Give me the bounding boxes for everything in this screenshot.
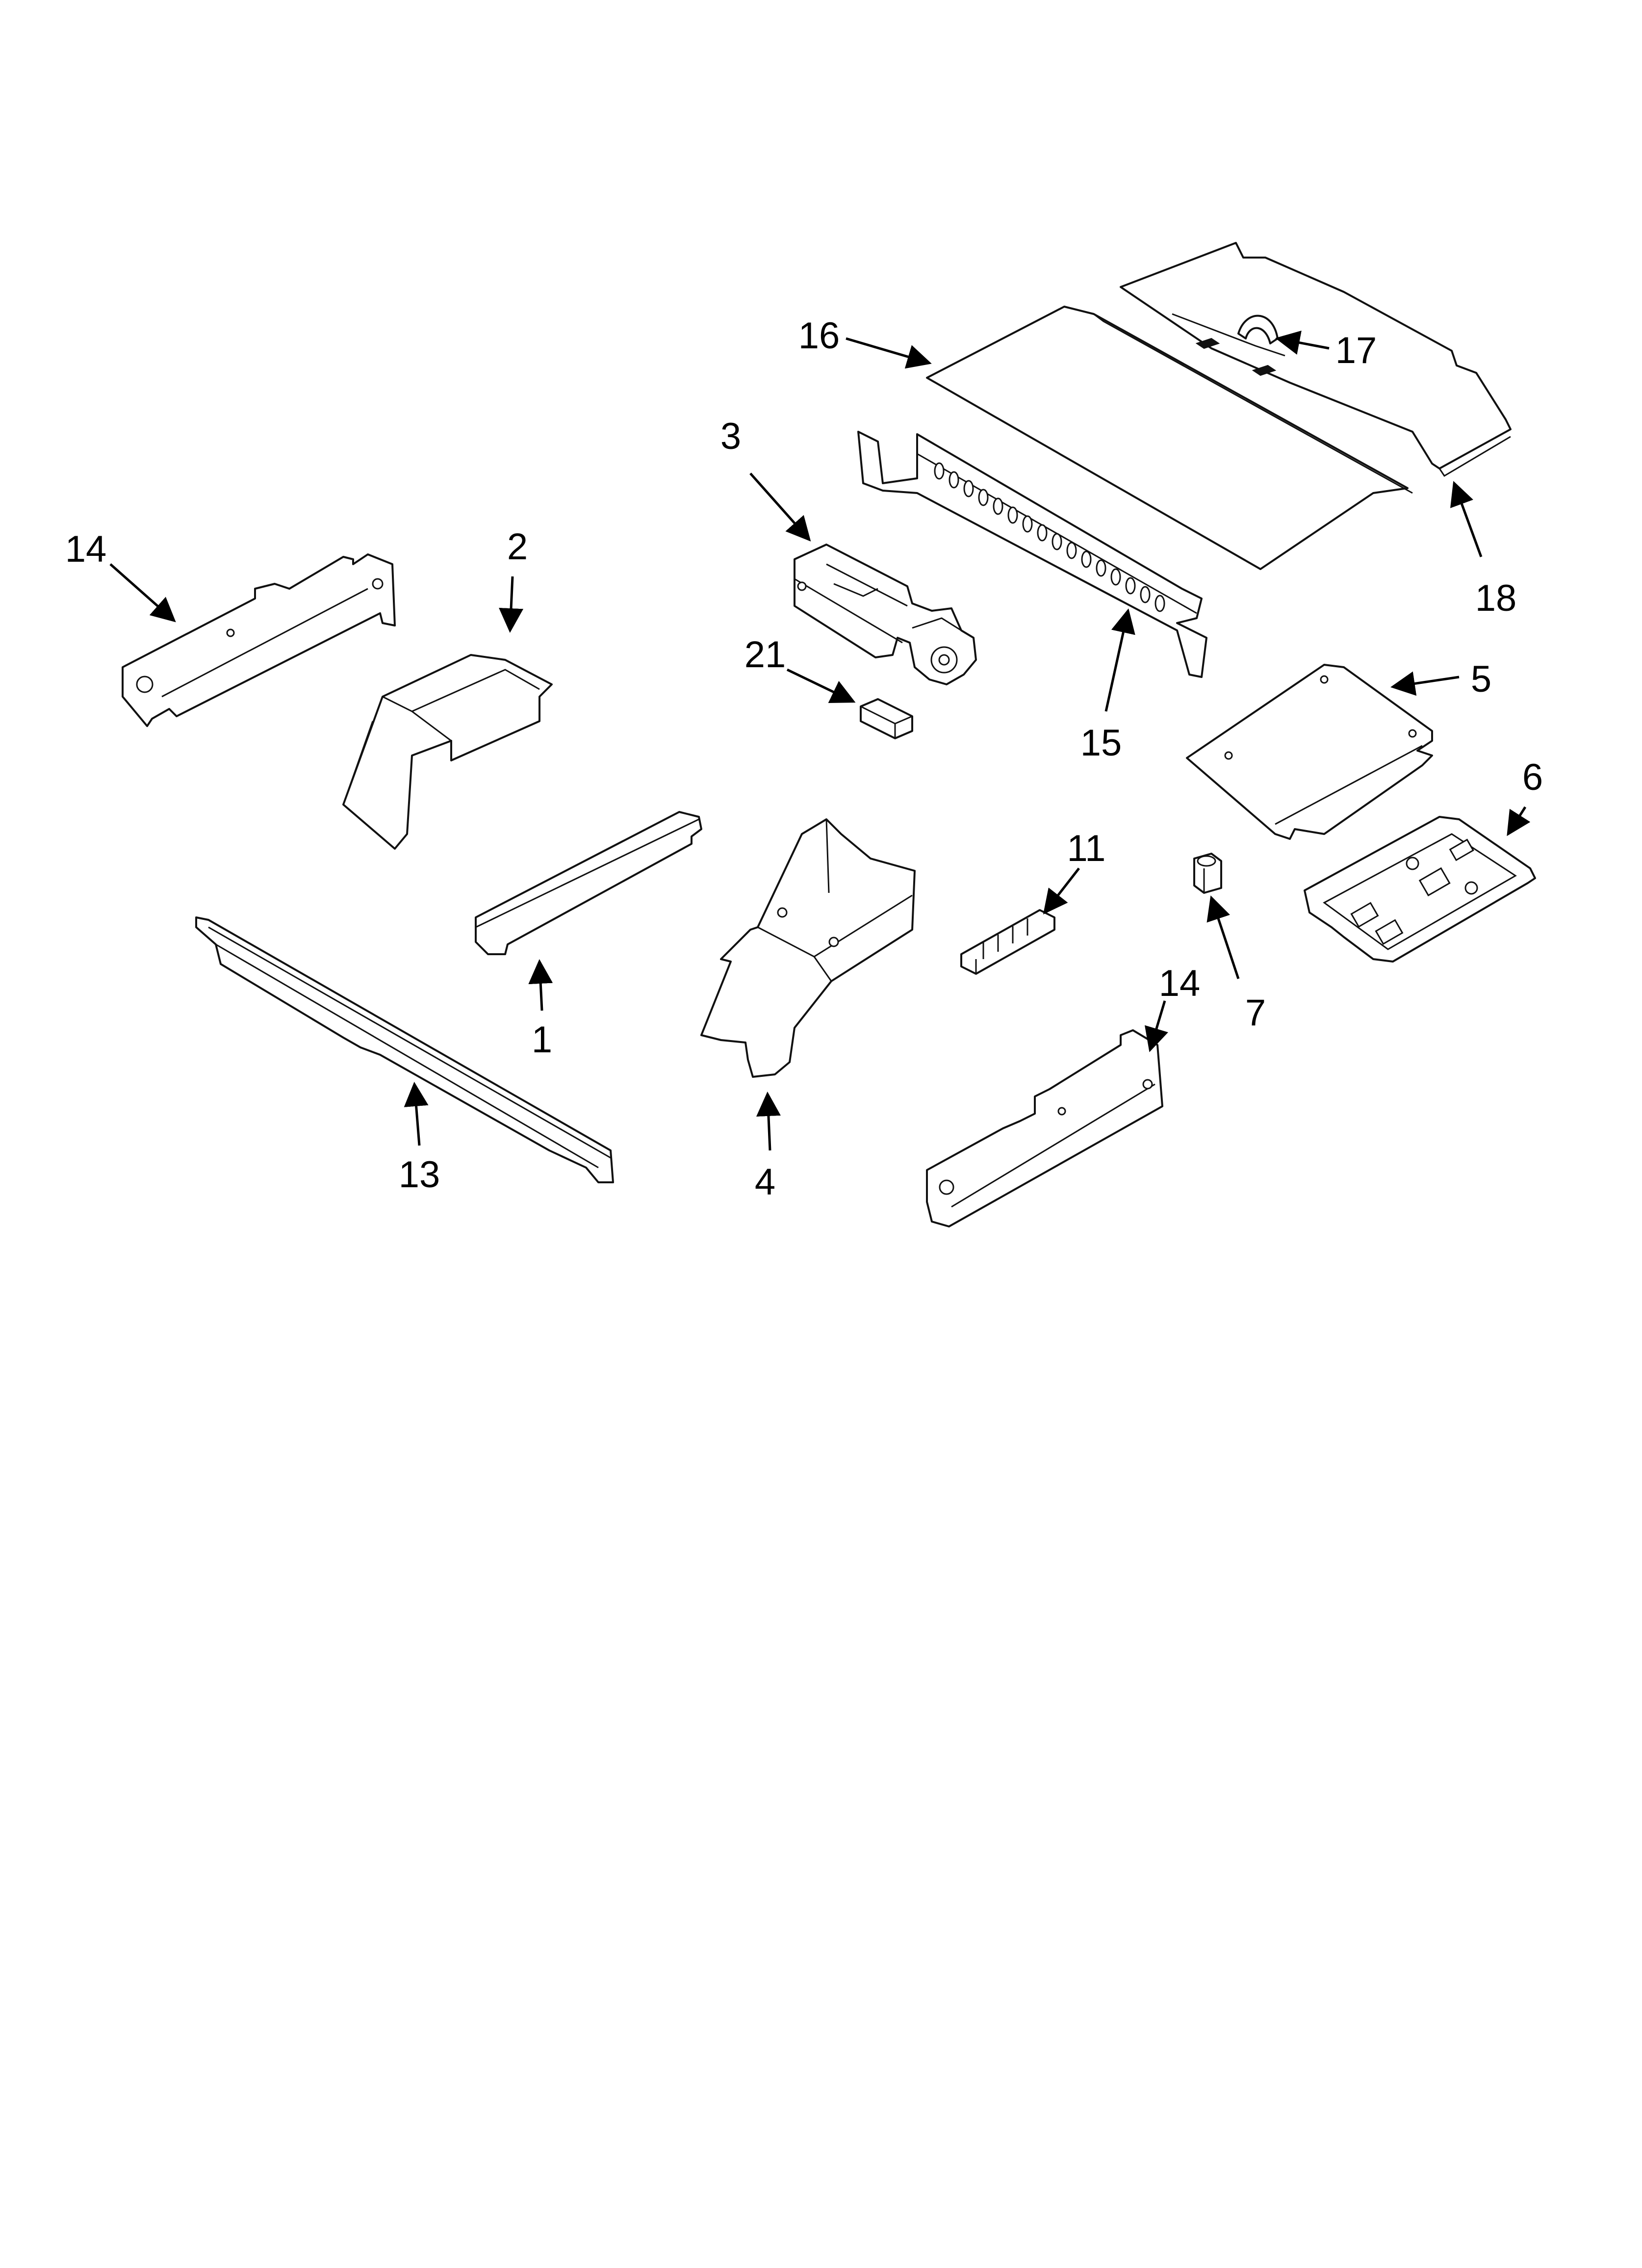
leader-14a bbox=[109, 563, 176, 623]
callout-4: 4 bbox=[755, 1161, 775, 1203]
callout-14-upper: 14 bbox=[65, 528, 107, 570]
part-1-rail bbox=[475, 811, 702, 955]
part-5-cover-plate bbox=[1186, 664, 1433, 840]
part-6-control-board bbox=[1304, 816, 1536, 963]
leader-1 bbox=[528, 959, 553, 1011]
callout-14-lower: 14 bbox=[1159, 963, 1201, 1004]
callout-17: 17 bbox=[1335, 330, 1377, 371]
leader-21 bbox=[786, 668, 856, 704]
leader-14b bbox=[1144, 1000, 1168, 1052]
callout-3: 3 bbox=[720, 416, 741, 457]
part-2-air-duct bbox=[342, 654, 553, 850]
part-16-deflector-sheet bbox=[926, 306, 1413, 570]
callout-2: 2 bbox=[507, 526, 528, 568]
part-4-duct-shroud bbox=[700, 818, 916, 1078]
callout-15: 15 bbox=[1080, 722, 1122, 764]
leader-3 bbox=[749, 472, 811, 542]
callout-11: 11 bbox=[1067, 828, 1106, 869]
part-7-standoff bbox=[1193, 853, 1222, 894]
callout-6: 6 bbox=[1522, 756, 1543, 798]
leader-2 bbox=[499, 576, 524, 633]
part-3-latch-assembly bbox=[794, 544, 977, 685]
part-14-side-bracket-right bbox=[926, 1029, 1163, 1227]
leader-6 bbox=[1507, 806, 1531, 836]
leader-13 bbox=[404, 1082, 429, 1146]
leader-11 bbox=[1043, 867, 1080, 914]
callout-7: 7 bbox=[1245, 992, 1266, 1034]
part-13-angle-rail bbox=[195, 916, 614, 1183]
leader-17 bbox=[1275, 330, 1330, 355]
leader-4 bbox=[756, 1092, 781, 1151]
callout-13: 13 bbox=[399, 1154, 440, 1196]
callout-labels: 1 2 3 4 5 6 7 11 13 14 14 15 16 17 18 21 bbox=[65, 315, 1543, 1203]
part-11-terminal-block bbox=[960, 909, 1055, 975]
leader-18 bbox=[1450, 481, 1483, 557]
callout-21: 21 bbox=[744, 634, 786, 676]
callout-16: 16 bbox=[798, 315, 840, 357]
leader-16 bbox=[846, 337, 932, 369]
part-15-perforated-channel bbox=[857, 431, 1207, 678]
callout-18: 18 bbox=[1475, 577, 1517, 619]
leader-7 bbox=[1206, 895, 1240, 979]
part-21-connector bbox=[860, 698, 913, 739]
callout-5: 5 bbox=[1471, 658, 1491, 700]
leader-5 bbox=[1390, 671, 1460, 696]
leader-lines bbox=[109, 330, 1531, 1151]
leader-15 bbox=[1104, 608, 1135, 712]
part-14-side-bracket-left bbox=[122, 553, 396, 727]
part-18-cover-panel bbox=[1120, 242, 1512, 477]
callout-1: 1 bbox=[532, 1019, 552, 1061]
perforation-holes bbox=[934, 462, 1165, 612]
